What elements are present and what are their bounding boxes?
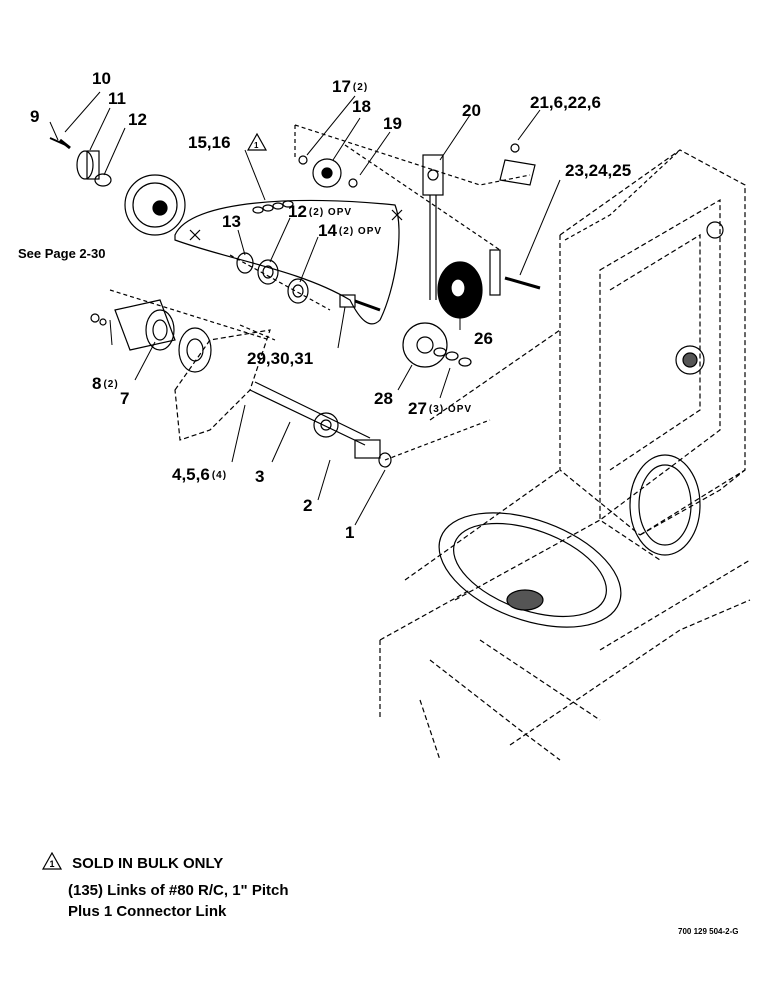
callout-26: 26	[474, 329, 493, 348]
flange-bearing-assembly	[90, 299, 212, 373]
callout-8: 8(2)	[92, 374, 119, 393]
callout-7: 7	[120, 389, 130, 408]
see-page-reference: See Page 2-30	[18, 246, 106, 261]
callout-9: 9	[30, 107, 40, 126]
callout-27-opv: 27(3) OPV	[408, 399, 473, 418]
drive-chain	[174, 199, 400, 325]
bolt-29	[339, 294, 381, 312]
callout-2: 2	[303, 496, 313, 515]
callout-11: 11	[108, 89, 126, 108]
leader-lines	[49, 91, 561, 526]
chain-links	[252, 200, 294, 214]
callout-3: 3	[255, 467, 265, 486]
callout-15-16: 15,16	[188, 133, 231, 152]
idler-disc-26	[437, 261, 483, 319]
bulk-note: 1 SOLD IN BULK ONLY	[41, 851, 224, 876]
callout-18: 18	[352, 97, 371, 116]
callout-1: 1	[345, 523, 355, 542]
callout-13: 13	[222, 212, 241, 231]
tensioner-bracket	[422, 154, 444, 300]
drive-pulley	[438, 512, 622, 628]
drawing-number: 700 129 504-2-G	[678, 927, 739, 936]
callout-14-opv: 14(2) OPV	[318, 221, 383, 240]
svg-text:1: 1	[50, 859, 55, 869]
idler-sprocket-18	[298, 155, 358, 188]
callout-19: 19	[383, 114, 402, 133]
callout-12-opv: 12(2) OPV	[288, 202, 353, 221]
note-warning-triangle: 1	[41, 851, 63, 876]
bulk-warning-triangle	[246, 132, 268, 151]
note-line-2: (135) Links of #80 R/C, 1" Pitch	[68, 882, 289, 899]
callout-10: 10	[92, 69, 111, 88]
bearings-middle	[236, 252, 309, 304]
callout-23-24-25: 23,24,25	[565, 161, 632, 180]
callout-17: 17(2)	[332, 77, 369, 96]
callout-12-top: 12	[128, 110, 147, 129]
note-line-3: Plus 1 Connector Link	[68, 903, 227, 920]
note-line-1: SOLD IN BULK ONLY	[72, 855, 224, 872]
sprocket-28	[402, 322, 472, 368]
upper-sprocket	[76, 150, 186, 236]
callout-29-30-31: 29,30,31	[247, 349, 314, 368]
callout-4-5-6: 4,5,6(4)	[172, 465, 228, 484]
assembly-lines	[109, 124, 531, 461]
triangle-number: 1	[254, 141, 259, 150]
callout-20: 20	[462, 101, 481, 120]
callout-21-6-22-6: 21,6,22,6	[530, 93, 601, 112]
drive-shaft	[249, 381, 392, 468]
callout-28: 28	[374, 389, 393, 408]
machine-frame	[379, 149, 751, 761]
gearbox-cover	[629, 345, 705, 556]
